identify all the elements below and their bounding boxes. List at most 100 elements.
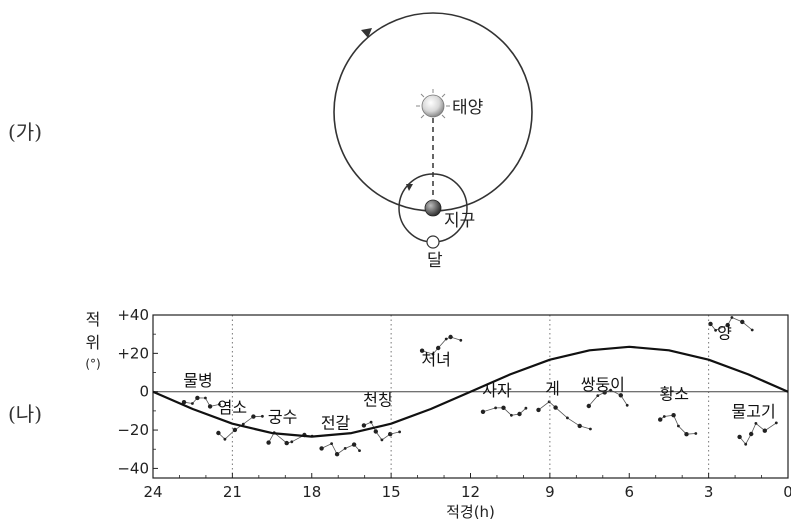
star-point: [708, 321, 713, 327]
star-point: [553, 405, 558, 410]
star-point: [625, 403, 629, 407]
x-tick-label: 12: [461, 483, 480, 501]
constellation-stars: [181, 316, 778, 457]
x-tick-label: 24: [143, 483, 162, 501]
constellation-label: 처녀: [421, 350, 450, 369]
constellation-label: 염소: [218, 398, 247, 417]
star-point: [589, 427, 592, 431]
constellation-label: 양: [717, 323, 732, 342]
constellation-label: 물병: [183, 371, 212, 390]
star-point: [586, 403, 591, 409]
constellation-label: 천칭: [363, 390, 392, 409]
x-tick-label: 6: [624, 483, 634, 501]
constellation-lines-1: [218, 415, 263, 440]
star-point: [334, 452, 340, 457]
star-point: [596, 394, 600, 397]
star-point: [459, 338, 463, 342]
constellation-label: 사자: [482, 381, 512, 400]
star-point: [207, 404, 213, 409]
x-axis-label: 적경(h): [446, 503, 495, 521]
x-tick-label: 21: [223, 483, 242, 501]
y-tick-label: +40: [117, 306, 149, 324]
constellation-label: 전갈: [321, 413, 351, 432]
y-axis-label-part: (°): [85, 357, 100, 371]
star-point: [204, 396, 207, 400]
moon-orbit-arrow: [406, 184, 413, 191]
star-point: [330, 442, 333, 445]
constellation-label: 게: [545, 379, 560, 398]
star-point: [684, 432, 689, 437]
star-point: [398, 430, 401, 434]
star-point: [566, 416, 569, 420]
chart-grid: [231, 315, 710, 478]
ecliptic-line: [152, 345, 789, 438]
y-tick-label: 0: [139, 383, 149, 401]
constellation-label: 황소: [660, 385, 689, 404]
star-point: [658, 417, 663, 422]
star-point: [181, 400, 187, 405]
constellation-lines-4: [363, 421, 400, 441]
star-point: [494, 406, 497, 410]
star-point: [319, 446, 324, 451]
star-point: [448, 334, 453, 340]
star-point: [223, 437, 227, 441]
moon-label: 달: [427, 251, 443, 271]
star-point: [524, 406, 528, 410]
orbit-diagram: 태양 지구 달: [333, 12, 533, 271]
star-point: [774, 421, 778, 425]
star-point: [191, 402, 194, 405]
star-point: [218, 403, 221, 406]
star-point: [261, 414, 264, 418]
x-tick-label: 0: [783, 483, 791, 501]
constellation-lines-7: [538, 401, 591, 430]
star-point: [480, 409, 486, 414]
star-point: [510, 413, 513, 417]
earth-icon: [424, 199, 442, 217]
star-point: [251, 414, 256, 419]
star-point: [436, 345, 441, 351]
x-tick-label: 3: [704, 483, 714, 501]
star-point: [662, 415, 666, 418]
star-point: [241, 422, 245, 426]
y-tick-label: −20: [117, 421, 149, 439]
y-tick-label: +20: [117, 344, 149, 362]
star-point: [373, 429, 378, 434]
star-point: [195, 395, 200, 401]
star-point: [343, 447, 347, 450]
y-tick-label: −40: [117, 459, 149, 477]
sun-icon: [416, 89, 450, 123]
star-point: [730, 316, 734, 319]
star-point: [419, 348, 425, 353]
star-point: [737, 434, 742, 440]
star-point: [714, 328, 717, 332]
star-point: [671, 413, 676, 418]
star-point: [725, 322, 730, 328]
star-point: [431, 352, 435, 356]
moon-icon: [426, 235, 440, 249]
star-point: [351, 442, 357, 447]
star-point: [444, 337, 448, 341]
star-point: [266, 440, 271, 445]
star-point: [290, 440, 294, 444]
star-point: [216, 430, 221, 436]
star-point: [740, 319, 745, 325]
panel-label-a: (가): [8, 120, 43, 144]
star-point: [577, 423, 582, 429]
star-point: [677, 424, 680, 428]
star-point: [618, 393, 623, 398]
star-point: [369, 420, 373, 424]
x-tick-label: 15: [382, 483, 401, 501]
panel-label-b: (나): [8, 402, 43, 426]
star-point: [380, 438, 384, 442]
star-point: [232, 427, 238, 433]
star-point: [358, 449, 361, 452]
earth-label: 지구: [444, 211, 475, 231]
star-point: [536, 407, 541, 413]
star-point: [284, 440, 289, 446]
star-point: [750, 328, 754, 332]
star-point: [501, 405, 506, 410]
sun-label: 태양: [452, 98, 483, 118]
